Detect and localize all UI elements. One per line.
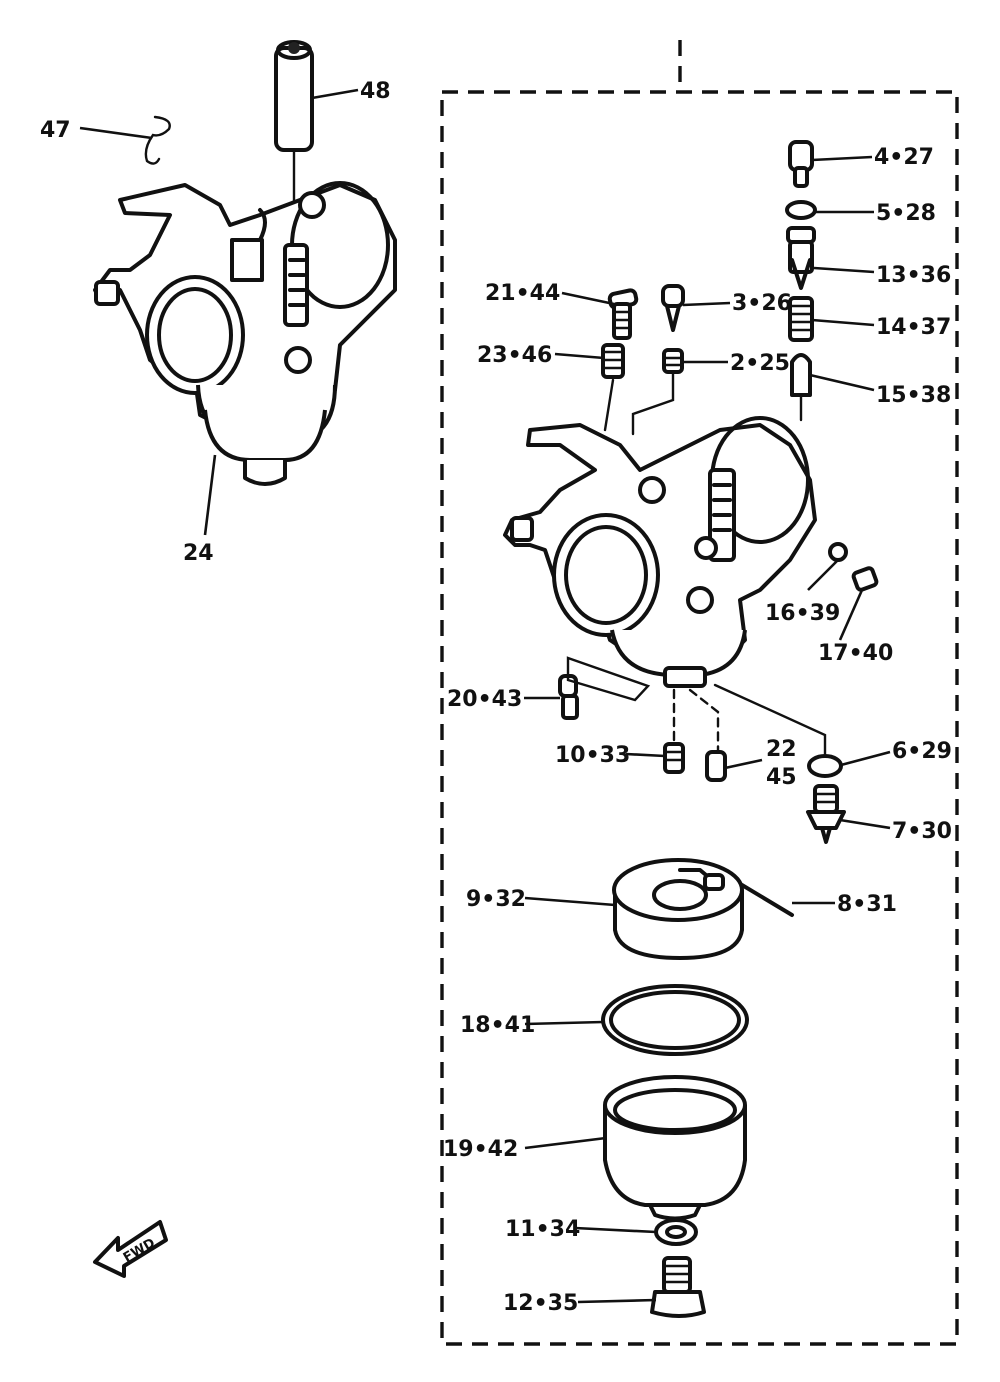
label-8-31: 8•31 [837, 892, 897, 917]
part-20-43 [558, 656, 651, 720]
label-15-38: 15•38 [876, 383, 951, 408]
part-16-39 [828, 542, 848, 562]
part-12-35-bolt [650, 1256, 706, 1318]
label-20-43: 20•43 [447, 687, 522, 712]
label-16-39: 16•39 [765, 601, 840, 626]
part-17-40 [851, 566, 879, 592]
carburetor-body-left [93, 181, 397, 486]
part-15-38 [790, 353, 812, 422]
repair-kit-boundary [440, 40, 959, 1346]
leader-lines [79, 88, 891, 1304]
label-17-40: 17•40 [818, 641, 893, 666]
label-2-25: 2•25 [730, 351, 790, 376]
exploded-parts-right [503, 140, 879, 1318]
label-10-33: 10•33 [555, 743, 630, 768]
part-6-29 [807, 754, 843, 778]
part-21-44-screw [607, 288, 639, 340]
part-11-34-washer [654, 1218, 698, 1246]
label-48: 48 [360, 79, 391, 104]
label-6-29: 6•29 [892, 739, 952, 764]
label-19-42: 19•42 [443, 1137, 518, 1162]
label-12-35: 12•35 [503, 1291, 578, 1316]
part-13-36 [786, 226, 816, 290]
part-labels: 48 47 24 4•27 5•28 13•36 14•37 15•38 21•… [40, 79, 952, 1316]
part-8-31-pin [740, 883, 794, 917]
part-47-clip [144, 115, 171, 165]
label-5-28: 5•28 [876, 201, 936, 226]
part-3-26-screw [661, 284, 685, 332]
carburetor-assembly-left [93, 40, 397, 486]
label-3-26: 3•26 [732, 291, 792, 316]
part-22-45 [688, 688, 727, 782]
part-48-tube [274, 40, 314, 252]
label-11-34: 11•34 [505, 1217, 580, 1242]
label-13-36: 13•36 [876, 263, 951, 288]
label-9-32: 9•32 [466, 887, 526, 912]
label-21-44: 21•44 [485, 281, 560, 306]
part-4-27 [788, 140, 814, 188]
carburetor-body-right [503, 416, 817, 688]
label-24: 24 [183, 541, 214, 566]
part-18-41-gasket [601, 984, 749, 1056]
label-7-30: 7•30 [892, 819, 952, 844]
label-14-37: 14•37 [876, 315, 951, 340]
part-19-42-bowl [603, 1075, 747, 1221]
front-arrow-icon: FWD [93, 1220, 168, 1278]
label-47: 47 [40, 118, 71, 143]
part-7-30 [806, 784, 846, 844]
part-5-28 [785, 200, 817, 220]
label-22: 22 [766, 737, 797, 762]
part-14-37-spring [788, 296, 814, 342]
label-18-41: 18•41 [460, 1013, 535, 1038]
label-23-46: 23•46 [477, 343, 552, 368]
part-10-33 [663, 688, 685, 774]
part-9-32-float [612, 858, 744, 960]
part-2-25 [631, 348, 684, 436]
label-45: 45 [766, 765, 797, 790]
part-23-46-spring [601, 343, 625, 432]
label-4-27: 4•27 [874, 145, 934, 170]
